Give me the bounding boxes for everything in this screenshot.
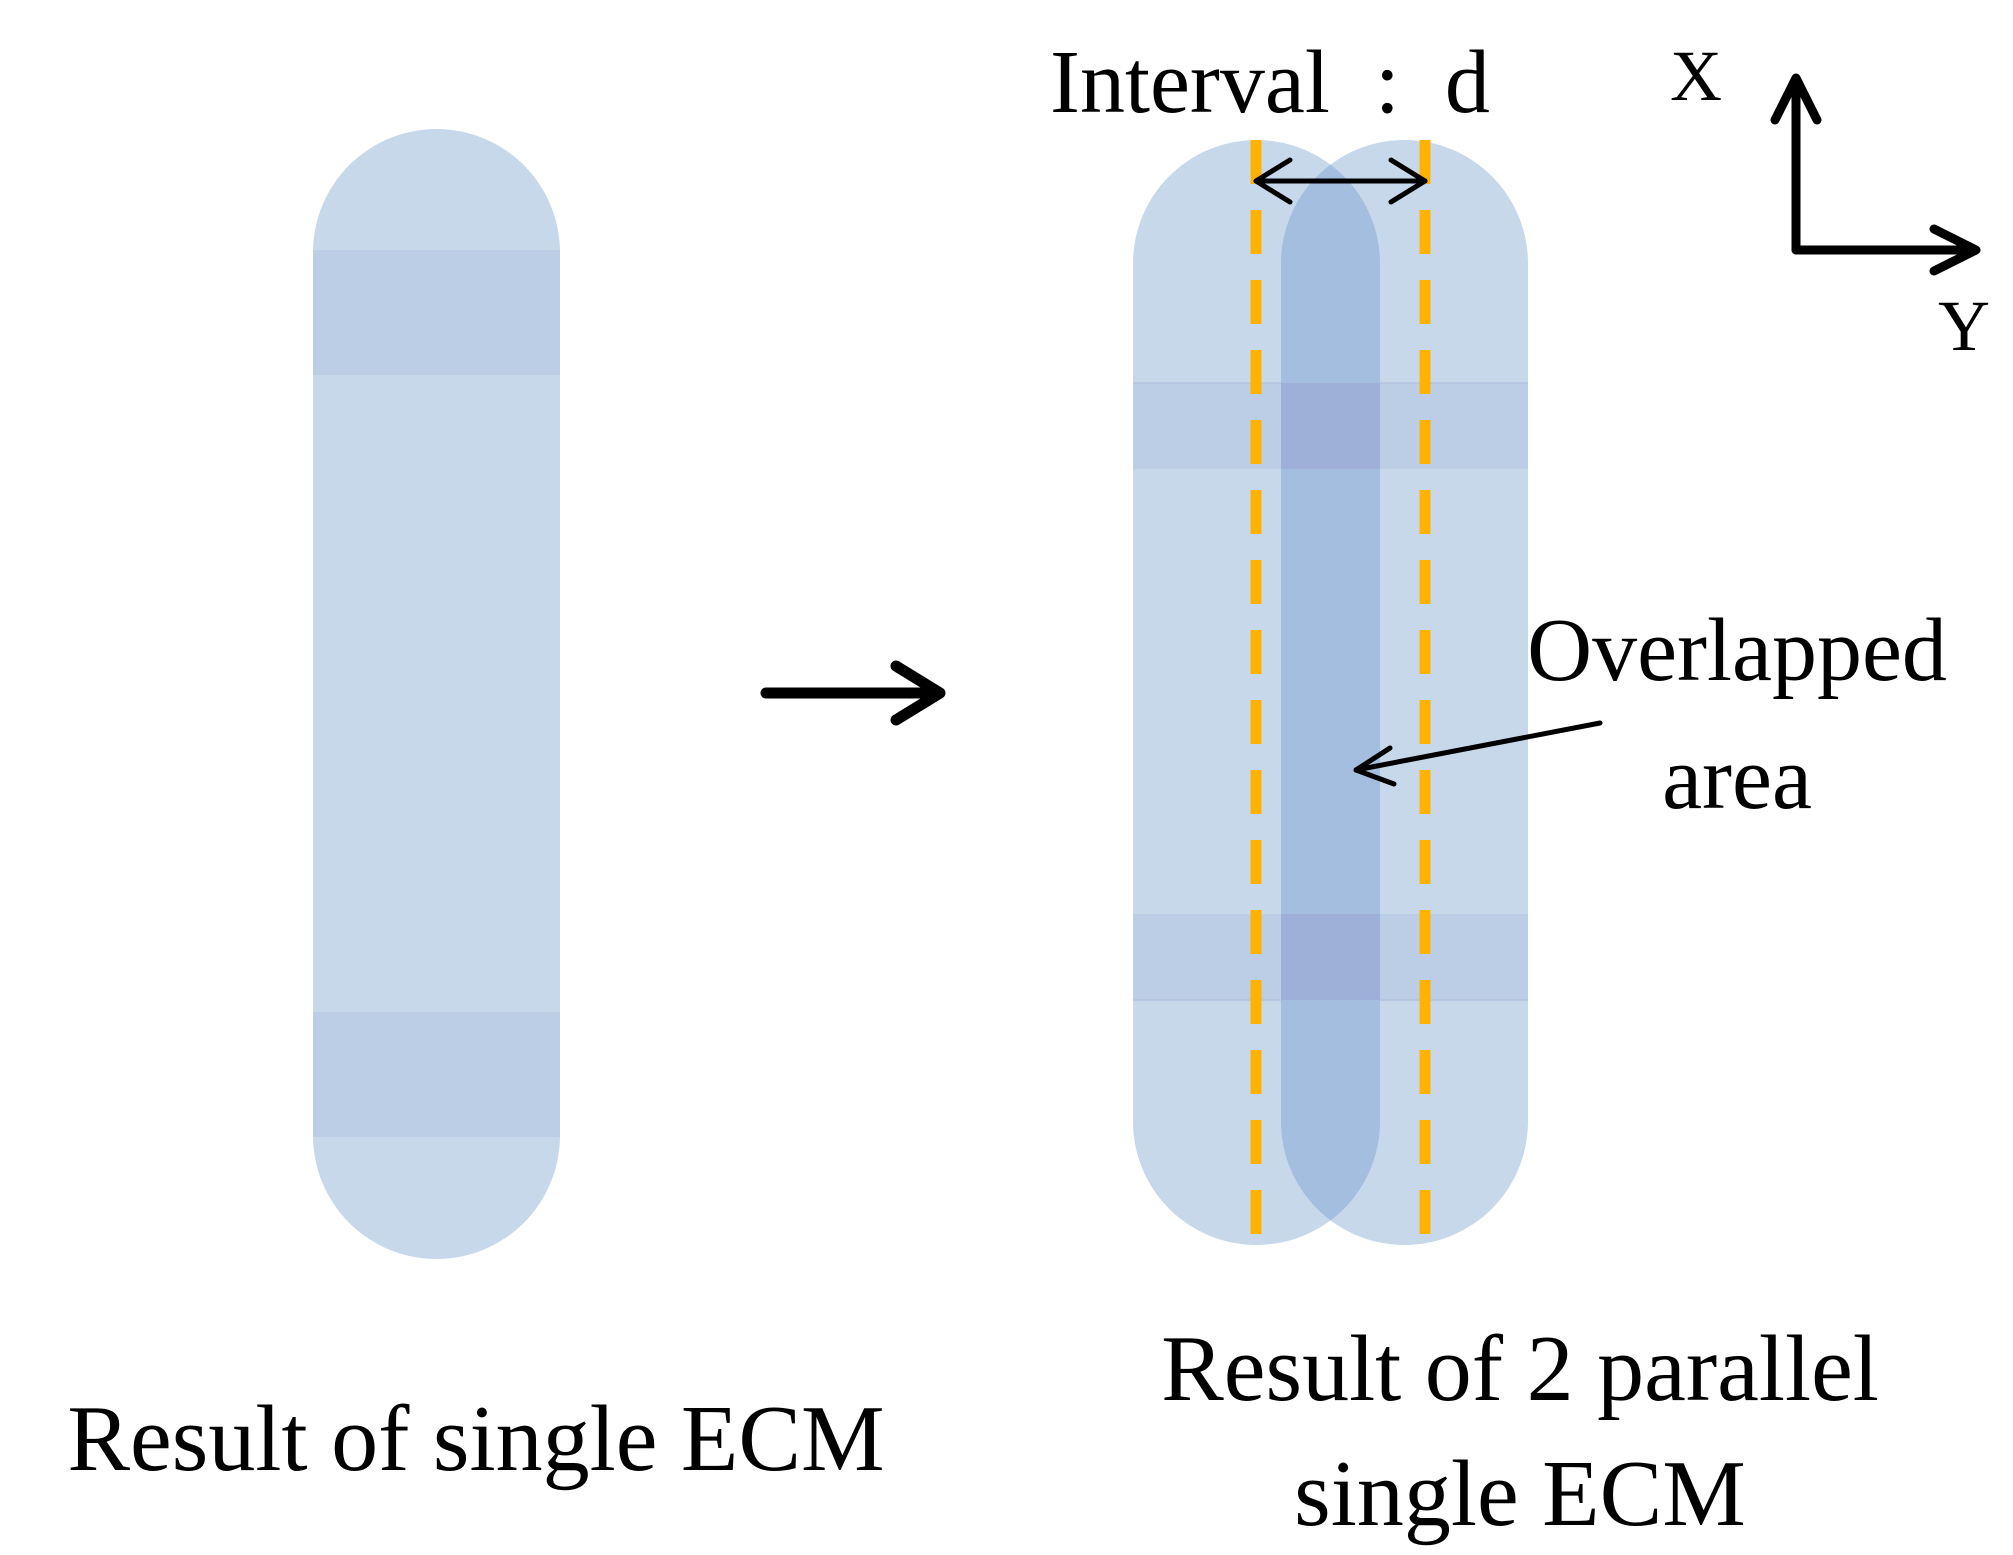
parallel-ecm-caption-line2: single ECM bbox=[1294, 1442, 1746, 1546]
parallel-ecm-caption-line1: Result of 2 parallel bbox=[1161, 1317, 1879, 1421]
single-ecm-band-bottom bbox=[313, 1012, 560, 1137]
axis-x-label: X bbox=[1670, 36, 1722, 116]
overlapped-area-pointer-arrow bbox=[1353, 720, 1603, 787]
axis-y-label: Y bbox=[1938, 286, 1990, 366]
single-ecm-caption: Result of single ECM bbox=[67, 1387, 884, 1491]
parallel-ecm-tracks bbox=[1133, 140, 1528, 1245]
interval-label: Interval : d bbox=[1050, 33, 1490, 132]
overlap-band-top bbox=[1281, 383, 1380, 469]
overlap-band-bottom bbox=[1281, 914, 1380, 1000]
single-ecm-band-top bbox=[313, 250, 560, 375]
interval-double-arrow bbox=[1253, 157, 1428, 205]
transition-arrow bbox=[760, 660, 946, 726]
overlapped-area-label-line1: Overlapped bbox=[1527, 601, 1947, 700]
axis-indicator bbox=[1770, 73, 1981, 276]
single-ecm-track bbox=[313, 129, 560, 1259]
single-ecm-capsule bbox=[313, 129, 560, 1259]
overlapped-area-label-line2: area bbox=[1662, 729, 1812, 828]
